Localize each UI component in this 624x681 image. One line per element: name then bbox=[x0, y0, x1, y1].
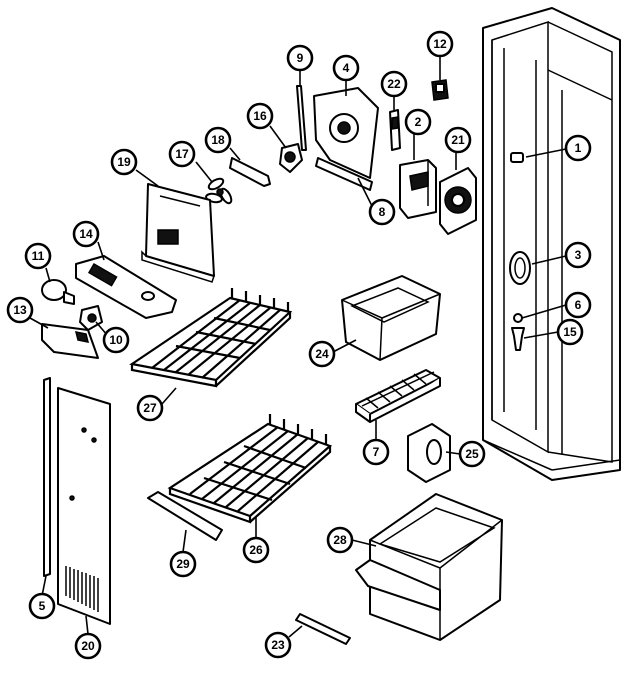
part-1-plug bbox=[510, 152, 524, 163]
callout-17: 17 bbox=[168, 140, 196, 168]
part-8-rod bbox=[315, 157, 373, 191]
callout-10-label: 10 bbox=[109, 333, 123, 347]
callout-3: 3 bbox=[564, 241, 592, 269]
callout-11: 11 bbox=[24, 242, 52, 270]
part-21-fan-shroud bbox=[439, 167, 477, 235]
callout-29-label: 29 bbox=[176, 557, 190, 571]
part-7-ice-tray bbox=[355, 369, 441, 423]
callout-6-label: 6 bbox=[575, 298, 582, 312]
callout-16: 16 bbox=[246, 102, 274, 130]
part-4-plate bbox=[313, 87, 379, 179]
callout-18-label: 18 bbox=[211, 133, 225, 147]
callout-20: 20 bbox=[74, 632, 102, 660]
callout-10: 10 bbox=[102, 326, 130, 354]
part-11-bulb bbox=[41, 279, 75, 305]
part-6-screw bbox=[513, 313, 523, 323]
part-14-light-housing bbox=[75, 255, 177, 319]
callout-5: 5 bbox=[28, 592, 56, 620]
part-5-strip bbox=[43, 377, 51, 577]
part-2-housing bbox=[399, 159, 437, 219]
callout-13-label: 13 bbox=[13, 303, 27, 317]
callout-14-label: 14 bbox=[79, 227, 93, 241]
callout-15-label: 15 bbox=[563, 325, 577, 339]
callout-17-label: 17 bbox=[175, 147, 189, 161]
callout-7: 7 bbox=[362, 438, 390, 466]
part-23-rod bbox=[295, 613, 351, 645]
callout-16-label: 16 bbox=[253, 109, 267, 123]
callout-13: 13 bbox=[6, 296, 34, 324]
callout-19: 19 bbox=[110, 148, 138, 176]
callout-1-label: 1 bbox=[575, 141, 582, 155]
callout-22: 22 bbox=[380, 70, 408, 98]
callout-8: 8 bbox=[368, 198, 396, 226]
part-13-shield bbox=[41, 323, 99, 359]
callout-26: 26 bbox=[242, 536, 270, 564]
part-27-wire-shelf bbox=[129, 288, 293, 388]
callout-2-label: 2 bbox=[415, 115, 422, 129]
part-18-bracket bbox=[229, 157, 271, 187]
part-26-wire-shelf bbox=[167, 414, 333, 524]
part-28-bin bbox=[355, 493, 503, 641]
callout-23-label: 23 bbox=[271, 638, 285, 652]
callout-19-label: 19 bbox=[117, 155, 131, 169]
callout-28: 28 bbox=[326, 526, 354, 554]
callout-9: 9 bbox=[286, 44, 314, 72]
part-12-clip bbox=[431, 79, 449, 101]
callout-27: 27 bbox=[136, 394, 164, 422]
callout-15: 15 bbox=[556, 318, 584, 346]
part-9-rod bbox=[296, 85, 307, 151]
callout-8-label: 8 bbox=[379, 205, 386, 219]
callout-23: 23 bbox=[264, 631, 292, 659]
callout-21-label: 21 bbox=[451, 133, 465, 147]
callout-7-label: 7 bbox=[373, 445, 380, 459]
callout-4-label: 4 bbox=[343, 61, 350, 75]
callout-1: 1 bbox=[564, 134, 592, 162]
callout-25-label: 25 bbox=[465, 447, 479, 461]
callout-24: 24 bbox=[308, 340, 336, 368]
part-29-trim bbox=[147, 491, 223, 541]
part-15-plug bbox=[511, 327, 525, 351]
callout-5-label: 5 bbox=[39, 599, 46, 613]
callout-21: 21 bbox=[444, 126, 472, 154]
cabinet-liner bbox=[482, 7, 621, 481]
callouts: 1 2 3 4 5 6 7 8 9 10 11 12 13 14 15 16 1… bbox=[6, 30, 592, 660]
callout-14: 14 bbox=[72, 220, 100, 248]
part-19-cover bbox=[141, 183, 215, 283]
callout-29: 29 bbox=[169, 550, 197, 578]
callout-24-label: 24 bbox=[315, 347, 329, 361]
part-24-pan bbox=[341, 275, 441, 361]
callout-26-label: 26 bbox=[249, 543, 263, 557]
callout-9-label: 9 bbox=[297, 51, 304, 65]
callout-12: 12 bbox=[426, 30, 454, 58]
callout-18: 18 bbox=[204, 126, 232, 154]
callout-25: 25 bbox=[458, 440, 486, 468]
callout-6: 6 bbox=[564, 291, 592, 319]
callout-20-label: 20 bbox=[81, 639, 95, 653]
part-22-bracket bbox=[389, 109, 401, 151]
part-17-fan-blade bbox=[205, 177, 233, 205]
part-20-back-panel bbox=[57, 387, 111, 625]
part-3-lens bbox=[509, 251, 531, 285]
part-25-bucket-cover bbox=[407, 423, 451, 483]
callout-27-label: 27 bbox=[143, 401, 157, 415]
callout-12-label: 12 bbox=[433, 37, 447, 51]
callout-4: 4 bbox=[332, 54, 360, 82]
callout-22-label: 22 bbox=[387, 77, 401, 91]
callout-3-label: 3 bbox=[575, 248, 582, 262]
callout-28-label: 28 bbox=[333, 533, 347, 547]
part-10-socket bbox=[79, 305, 103, 331]
callout-11-label: 11 bbox=[32, 249, 45, 263]
part-16-thermostat bbox=[279, 143, 303, 173]
callout-2: 2 bbox=[404, 108, 432, 136]
